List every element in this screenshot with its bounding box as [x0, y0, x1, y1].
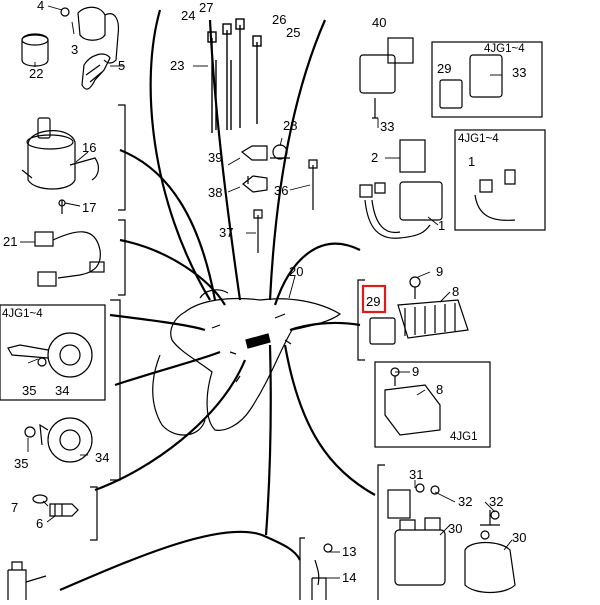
- callout-8b: 8: [436, 382, 443, 397]
- callout-16: 16: [82, 140, 96, 155]
- callout-17: 17: [82, 200, 96, 215]
- callout-21: 21: [3, 234, 17, 249]
- callout-35a: 35: [22, 383, 36, 398]
- leader-lines: [20, 5, 513, 579]
- callout-40: 40: [372, 15, 386, 30]
- callout-14: 14: [342, 570, 356, 585]
- callout-32a: 32: [458, 494, 472, 509]
- part-30-relay-a: [394, 517, 446, 586]
- part-3-cap: [60, 6, 120, 64]
- callout-1b: 1: [468, 154, 475, 169]
- callout-8a: 8: [452, 284, 459, 299]
- part-8-rectifier: [397, 276, 469, 339]
- callout-31: 31: [409, 467, 423, 482]
- callout-25: 25: [286, 25, 300, 40]
- callout-34b: 34: [95, 450, 109, 465]
- callout-35b: 35: [14, 456, 28, 471]
- callout-36: 36: [274, 183, 288, 198]
- callout-30a: 30: [448, 521, 462, 536]
- callout-39: 39: [208, 150, 222, 165]
- callout-23: 23: [170, 58, 184, 73]
- wires-variant-box: [454, 129, 546, 231]
- callout-6: 6: [36, 516, 43, 531]
- callout-38: 38: [208, 185, 222, 200]
- model-label-rectifier: 4JG1: [450, 431, 478, 443]
- callout-28: 28: [283, 118, 297, 133]
- callout-7: 7: [11, 500, 18, 515]
- callout-26: 26: [272, 12, 286, 27]
- callout-33a: 33: [380, 119, 394, 134]
- part-1-relay-wires: [359, 139, 443, 239]
- horn-variant-box: [0, 304, 106, 401]
- callout-32b: 32: [489, 494, 503, 509]
- part-34-horn-a: [7, 332, 93, 378]
- callout-9b: 9: [412, 364, 419, 379]
- relay-variant-box: [431, 41, 543, 118]
- highlight-box: [361, 284, 387, 314]
- callout-29a: 29: [437, 61, 451, 76]
- part-22-sleeve: [21, 33, 49, 67]
- callout-34a: 34: [55, 383, 69, 398]
- callout-9a: 9: [436, 264, 443, 279]
- model-label-horn: 4JG1~4: [2, 308, 43, 320]
- callout-13: 13: [342, 544, 356, 559]
- model-label-relays: 4JG1~4: [484, 43, 525, 55]
- part-29-flasher: [369, 317, 396, 345]
- callout-33b: 33: [512, 65, 526, 80]
- model-label-wires: 4JG1~4: [458, 133, 499, 145]
- callout-5: 5: [118, 58, 125, 73]
- callout-3: 3: [71, 42, 78, 57]
- part-31-cover: [387, 489, 411, 519]
- callout-1a: 1: [438, 218, 445, 233]
- rectifier-variant-box: [374, 361, 491, 448]
- callout-29-highlighted: 29: [366, 294, 380, 309]
- callout-4: 4: [37, 0, 44, 13]
- callout-20: 20: [289, 264, 303, 279]
- left-brackets: [90, 104, 126, 541]
- part-40-relay: [359, 37, 414, 119]
- callout-27: 27: [199, 0, 213, 15]
- callout-labels: 4 22 3 5 16 17 21 4JG1~4 35 34 35 34 7 6…: [2, 0, 526, 585]
- callout-22: 22: [29, 66, 43, 81]
- part-21-harness: [34, 231, 105, 287]
- part-30-relay-b: [464, 510, 516, 594]
- part-5-plug-cap: [81, 53, 111, 90]
- callout-24: 24: [181, 8, 195, 23]
- part-34-horn-b: [24, 417, 93, 463]
- callout-2: 2: [371, 150, 378, 165]
- part-16-switch: [21, 117, 99, 214]
- callout-37: 37: [219, 225, 233, 240]
- frame-silhouette: [152, 289, 342, 436]
- callout-30b: 30: [512, 530, 526, 545]
- part-29-flasher-a: [439, 54, 503, 109]
- cable-ties: [207, 18, 262, 133]
